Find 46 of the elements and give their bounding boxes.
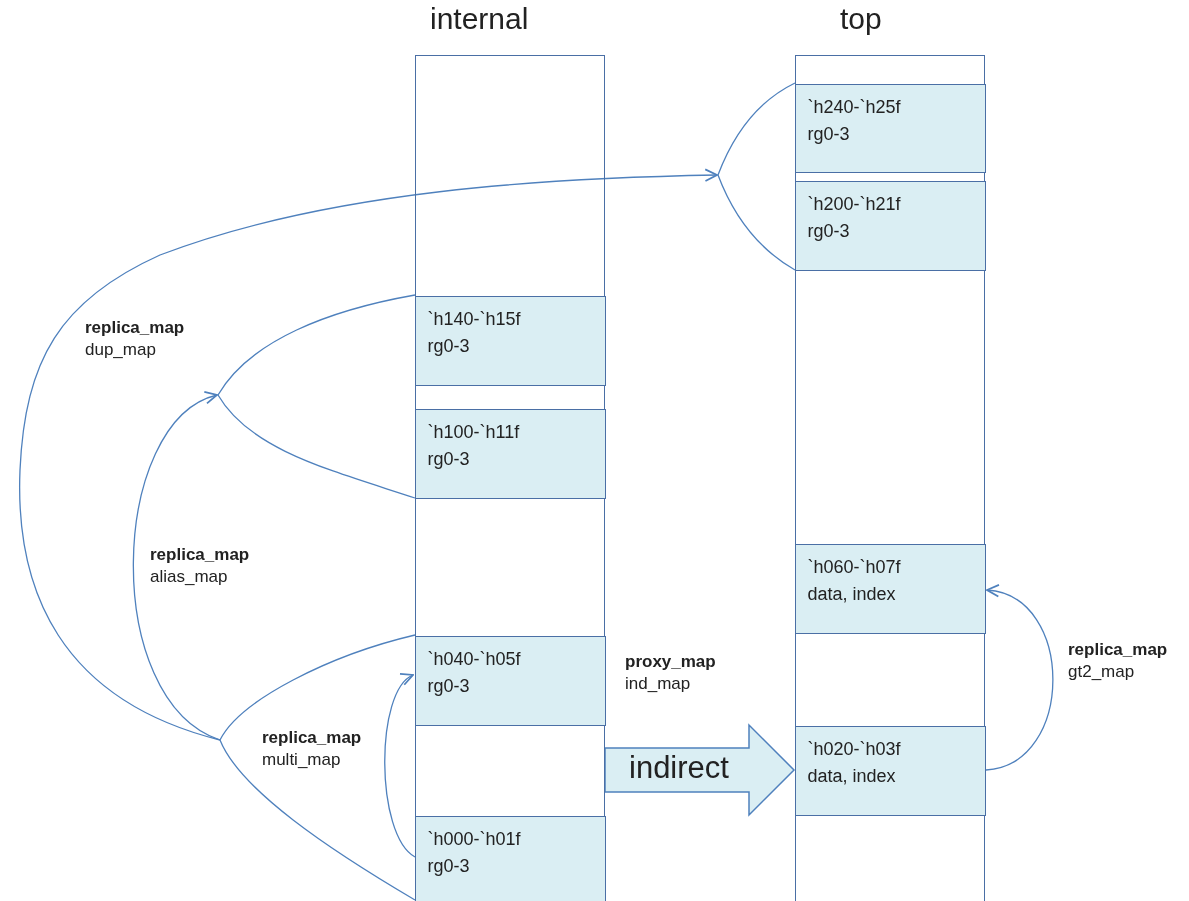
address-range-text: `h020-`h03f [807, 738, 901, 761]
curved-arrow [19, 168, 718, 741]
memory-region-box [794, 726, 986, 816]
region-type-text: rg0-3 [807, 123, 850, 146]
region-type-text: rg0-3 [427, 335, 470, 358]
memory-region-box [414, 816, 606, 901]
map-name-label: multi_map [262, 750, 341, 770]
memory-region-box [414, 636, 606, 726]
address-range-text: `h140-`h15f [427, 308, 521, 331]
map-name-label: ind_map [625, 674, 691, 694]
address-range-text: `h100-`h11f [427, 421, 520, 444]
connector-line [219, 739, 416, 901]
address-range-text: `h000-`h01f [427, 828, 521, 851]
address-range-text: `h200-`h21f [807, 193, 901, 216]
region-type-text: data, index [807, 583, 896, 606]
memory-region-box [414, 409, 606, 499]
address-range-text: `h040-`h05f [427, 648, 521, 671]
map-name-label: alias_map [150, 567, 228, 587]
region-type-text: data, index [807, 765, 896, 788]
region-type-text: rg0-3 [807, 220, 850, 243]
bracket-shape [717, 82, 796, 271]
map-type-label: proxy_map [625, 652, 716, 672]
column-heading: internal [430, 2, 529, 36]
map-type-label: replica_map [1068, 640, 1168, 660]
map-type-label: replica_map [85, 318, 185, 338]
connector-line [219, 634, 416, 741]
memory-region-box [794, 181, 986, 271]
curved-arrow [132, 393, 221, 741]
memory-region-box [794, 84, 986, 173]
bracket-shape [217, 294, 416, 499]
memory-region-box [414, 296, 606, 386]
address-range-text: `h060-`h07f [807, 556, 901, 579]
memory-region-box [794, 544, 986, 634]
region-type-text: rg0-3 [427, 675, 470, 698]
region-type-text: rg0-3 [427, 448, 470, 471]
map-name-label: gt2_map [1068, 662, 1135, 682]
map-type-label: replica_map [262, 728, 362, 748]
curved-arrow [384, 674, 416, 858]
edge-label: indirect [629, 750, 729, 786]
region-type-text: rg0-3 [427, 855, 470, 878]
address-range-text: `h240-`h25f [807, 96, 901, 119]
column-heading: top [840, 2, 882, 36]
map-name-label: dup_map [85, 340, 156, 360]
block-arrow [604, 723, 796, 817]
curved-arrow [985, 585, 1054, 771]
map-type-label: replica_map [150, 545, 250, 565]
